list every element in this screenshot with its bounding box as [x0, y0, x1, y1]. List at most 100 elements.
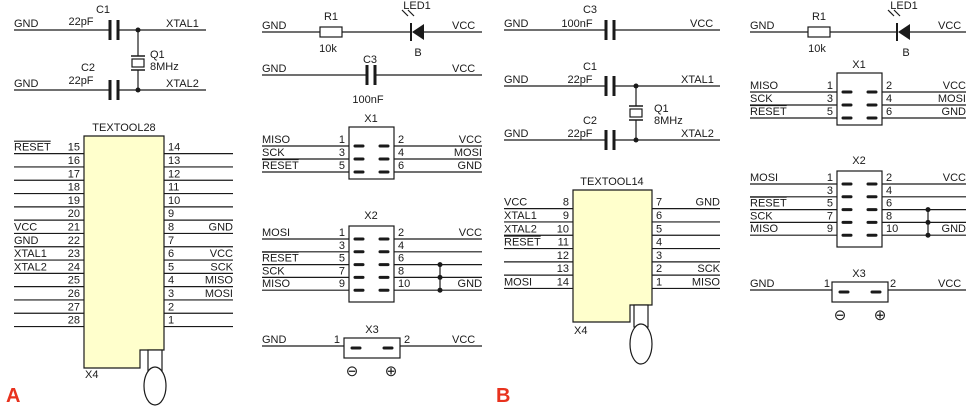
b-ic-right-pin-number: 5 — [656, 223, 662, 235]
b-x2-junction-dot — [925, 207, 931, 213]
a-ic-left-pin-number: 20 — [68, 208, 80, 220]
b-ic-right-pin-number: 6 — [656, 210, 662, 222]
b-ic-left-pin-number: 10 — [557, 223, 569, 235]
b-led-ref: LED1 — [890, 0, 918, 12]
a-c2-value: 22pF — [68, 75, 93, 87]
a-x2-pin-number-right: 6 — [398, 253, 404, 265]
a-ic-right-pin-net: VCC — [210, 248, 233, 260]
b-ic-right-pin-number: 3 — [656, 250, 662, 262]
b-x2-pin-number-right: 2 — [886, 172, 892, 184]
a-x2-pin-number-right: 4 — [398, 240, 404, 252]
a-x2-junction-dot — [437, 287, 443, 293]
a-ic-right-pin-number: 12 — [168, 168, 180, 180]
b-x2-pin-number-right: 4 — [886, 185, 892, 197]
a-ic-left-pin-net: XTAL1 — [14, 248, 47, 260]
b-x2-pin-net-right: VCC — [943, 172, 966, 184]
a-x2-pin-net-left: RESET — [262, 253, 299, 265]
a-ic-right-pin-number: 4 — [168, 275, 174, 287]
b-x3-minus-icon: ⊖ — [834, 307, 847, 324]
b-q1-value: 8MHz — [654, 115, 683, 127]
b-led-right-net: VCC — [938, 20, 961, 32]
a-c1-capacitor: GND C1 22pF XTAL1 — [14, 4, 206, 40]
a-ic-left-pin-number: 18 — [68, 182, 80, 194]
a-ic-left-pin-number: 16 — [68, 155, 80, 167]
a-ic-right-pin-number: 8 — [168, 221, 174, 233]
b-x2-pin-number-left: 9 — [827, 223, 833, 235]
b-x2-pin-number-right: 8 — [886, 210, 892, 222]
a-c3-capacitor: GND C3 100nF VCC — [262, 54, 482, 106]
a-ic-left-pin-number: 24 — [68, 261, 80, 273]
b-c1-capacitor: GND C1 22pF XTAL1 — [504, 61, 720, 96]
b-x1-pin-number-left: 1 — [827, 80, 833, 92]
a-x1-pin-number-left: 3 — [339, 147, 345, 159]
b-c3-capacitor: GND C3 100nF VCC — [504, 4, 720, 40]
a-ic-left-pin-net: VCC — [14, 221, 37, 233]
a-x1-pin-net-left: RESET — [262, 160, 299, 172]
a-ic-right-pin-net: GND — [209, 221, 234, 233]
b-ic-right-pin-number: 2 — [656, 263, 662, 275]
b-x3-plus-icon: ⊕ — [874, 307, 887, 324]
b-c3-left-net: GND — [504, 18, 529, 30]
b-x3-pin1: 1 — [824, 278, 830, 290]
a-x1-pin-net-right: GND — [458, 160, 483, 172]
a-x1-pin-net-right: VCC — [459, 134, 482, 146]
b-ic-right-pin-net: MISO — [692, 276, 721, 288]
a-ic-footprint: X4 — [85, 369, 98, 381]
a-x3-right-net: VCC — [452, 334, 475, 346]
b-c2-right-net: XTAL2 — [681, 128, 714, 140]
b-panel-label: B — [496, 385, 510, 406]
a-ic-left-pin-number: 15 — [68, 142, 80, 154]
a-x2-pin-number-left: 5 — [339, 253, 345, 265]
a-r1-left-net: GND — [262, 20, 287, 32]
a-x2-pin-number-right: 8 — [398, 265, 404, 277]
a-x1-pin-number-left: 1 — [339, 134, 345, 146]
a-q1-value: 8MHz — [150, 61, 179, 73]
b-x2-pin-net-left: SCK — [750, 210, 773, 222]
b-c2-left-net: GND — [504, 128, 529, 140]
b-x1-pin-number-right: 2 — [886, 80, 892, 92]
b-ic-left-pin-net: RESET — [504, 237, 541, 249]
a-ic-right-pin-number: 2 — [168, 301, 174, 313]
a-c3-ref: C3 — [363, 54, 377, 66]
a-c3-left-net: GND — [262, 63, 287, 75]
b-x2-pin-net-left: MOSI — [750, 172, 778, 184]
a-x1-ref: X1 — [364, 113, 377, 125]
a-ic-right-pin-number: 5 — [168, 261, 174, 273]
a-ic-right-pin-number: 10 — [168, 195, 180, 207]
a-r1-led-branch: GND R1 10k LED1 B VCC — [262, 0, 482, 59]
panel-b: GND C3 100nF VCC GND C1 22pF XTAL1 GND C… — [496, 0, 966, 406]
a-x1-pin-net-left: SCK — [262, 147, 285, 159]
a-x1-pin-net-left: MISO — [262, 134, 291, 146]
a-x3-pin2: 2 — [404, 334, 410, 346]
a-c1-ref: C1 — [96, 4, 110, 16]
b-x1-pin-net-right: VCC — [943, 80, 966, 92]
b-ic-left-pin-net: XTAL1 — [504, 210, 537, 222]
a-ic-left-pin-number: 22 — [68, 235, 80, 247]
b-q1-crystal: Q1 8MHz — [629, 83, 683, 143]
a-x2-pin-number-left: 3 — [339, 240, 345, 252]
b-x2-junction-dot — [925, 219, 931, 225]
a-x2-pin-number-right: 10 — [398, 278, 410, 290]
a-x2-junction-dot — [437, 262, 443, 268]
a-q1-ref: Q1 — [150, 49, 165, 61]
a-x2-pin-number-left: 9 — [339, 278, 345, 290]
b-c2-capacitor: GND C2 22pF XTAL2 — [504, 115, 720, 150]
a-x2-ref: X2 — [364, 210, 377, 222]
b-x3-power-connector: X3 GND 1 2 VCC ⊖ ⊕ — [750, 268, 966, 324]
b-ic-left-pin-number: 12 — [557, 250, 569, 262]
a-ic-left-pin-number: 23 — [68, 248, 80, 260]
b-ic-left-pin-net: VCC — [504, 197, 527, 209]
b-ic-left-pin-net: XTAL2 — [504, 223, 537, 235]
b-c1-right-net: XTAL1 — [681, 74, 714, 86]
b-x2-pin-net-left: RESET — [750, 198, 787, 210]
a-led-right-net: VCC — [452, 20, 475, 32]
a-c3-right-net: VCC — [452, 63, 475, 75]
a-q1-crystal: Q1 8MHz — [131, 27, 179, 93]
b-x2-pin-net-left: MISO — [750, 223, 779, 235]
b-x1-pin-net-left: SCK — [750, 93, 773, 105]
b-c3-ref: C3 — [583, 4, 597, 16]
a-r1-value: 10k — [319, 43, 337, 55]
b-x1-pin-number-right: 4 — [886, 93, 892, 105]
b-x2-pin-number-left: 5 — [827, 198, 833, 210]
